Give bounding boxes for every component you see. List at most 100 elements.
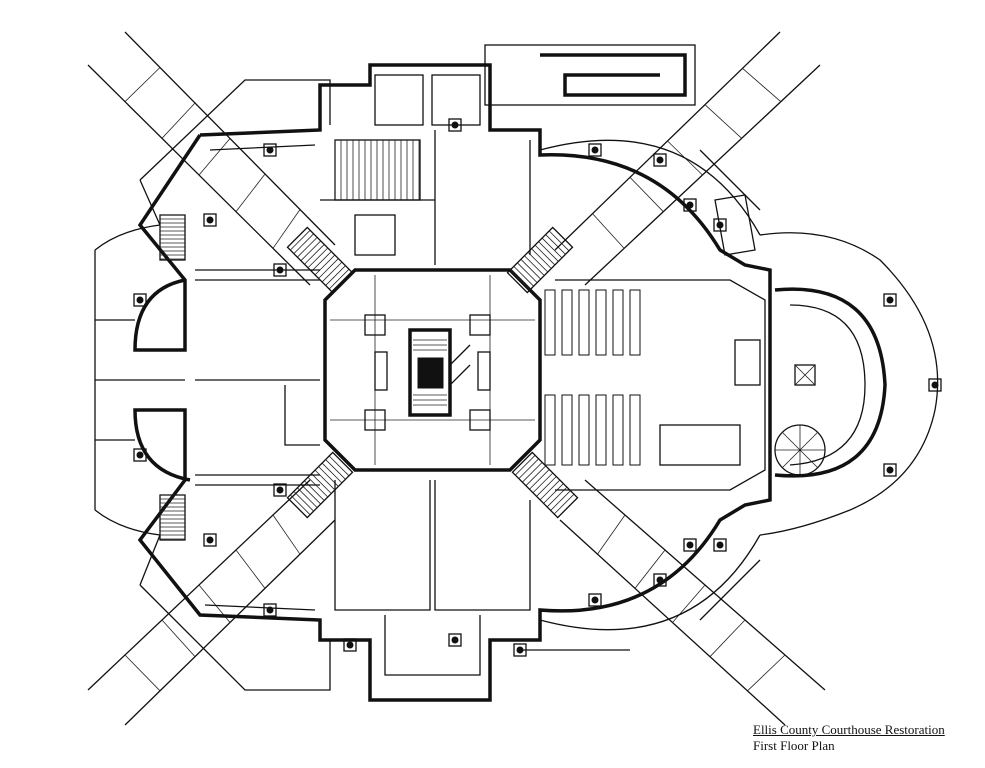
stair-treads xyxy=(160,140,420,540)
stair-tread xyxy=(325,265,346,286)
diagonal-stair xyxy=(506,226,574,294)
column-base xyxy=(683,198,697,212)
stair-tread xyxy=(307,247,329,269)
courtroom-pew xyxy=(612,289,624,356)
stair-outline xyxy=(511,451,579,519)
courtroom-pew xyxy=(561,289,573,356)
column xyxy=(346,641,354,649)
stair-tread xyxy=(311,473,332,494)
column xyxy=(136,451,144,459)
columns xyxy=(133,118,942,657)
column xyxy=(266,146,274,154)
column-base xyxy=(513,643,527,657)
column xyxy=(206,536,214,544)
column xyxy=(276,266,284,274)
column xyxy=(716,541,724,549)
column-base xyxy=(653,153,667,167)
column-base xyxy=(713,538,727,552)
stair-tread xyxy=(534,244,556,266)
courtroom-pew xyxy=(544,289,556,356)
column-base xyxy=(133,293,147,307)
column-base xyxy=(133,448,147,462)
courtroom xyxy=(544,279,766,491)
stair-tread xyxy=(538,241,559,262)
courtroom-pew xyxy=(629,289,641,356)
stair-tread xyxy=(510,269,531,290)
stair-tread xyxy=(293,233,314,254)
column xyxy=(206,216,214,224)
stair-tread xyxy=(539,479,561,501)
paving-line xyxy=(235,549,266,589)
paving-line xyxy=(709,619,746,657)
column xyxy=(886,296,894,304)
column-base xyxy=(263,143,277,157)
stair-tread xyxy=(525,465,546,486)
stair-tread xyxy=(307,476,329,498)
column-base xyxy=(883,293,897,307)
paving-line xyxy=(235,173,266,212)
drawing-subtitle: First Floor Plan xyxy=(753,738,835,753)
column xyxy=(931,381,939,389)
courtroom-pew xyxy=(561,394,573,466)
paving-line xyxy=(161,619,196,657)
stair-tread xyxy=(515,455,536,476)
paving-line xyxy=(124,654,161,692)
column-base xyxy=(588,143,602,157)
column-base xyxy=(203,533,217,547)
east-apse xyxy=(774,287,887,478)
stair-towers xyxy=(159,139,756,541)
column xyxy=(686,201,694,209)
diagonal-stair xyxy=(286,226,354,294)
column xyxy=(716,221,724,229)
stair-tread xyxy=(550,490,571,511)
stair-tread xyxy=(304,244,325,265)
paving-line xyxy=(161,102,196,139)
column-base xyxy=(588,593,602,607)
stair-tread xyxy=(328,455,350,477)
stair-tread xyxy=(325,459,346,480)
stair-tread xyxy=(300,484,321,505)
courtroom-pew xyxy=(595,289,607,356)
stair-tread xyxy=(518,458,539,479)
stair-tread xyxy=(297,487,318,508)
column-base xyxy=(713,218,727,232)
stair-tread xyxy=(314,254,336,276)
central-hall xyxy=(323,268,542,472)
column-base xyxy=(263,603,277,617)
column xyxy=(136,296,144,304)
courtroom-pew xyxy=(578,394,590,466)
stair-tread xyxy=(318,258,339,279)
paving-line xyxy=(634,549,666,589)
stair-tread xyxy=(553,493,575,515)
stair-tread xyxy=(293,491,314,512)
column-base xyxy=(683,538,697,552)
stair-tread xyxy=(522,462,543,483)
stair-tread xyxy=(520,259,541,280)
column-base xyxy=(928,378,942,392)
paving-line xyxy=(198,138,231,176)
courtroom-pew xyxy=(629,394,641,466)
paving-line xyxy=(747,654,786,692)
column-base xyxy=(883,463,897,477)
stair-tread xyxy=(541,237,563,259)
column xyxy=(686,541,694,549)
stair-tread xyxy=(304,480,325,501)
stair-tread xyxy=(290,494,311,515)
stair-outline xyxy=(506,226,574,294)
paving-line xyxy=(124,67,161,102)
title-block: Ellis County Courthouse Restoration Firs… xyxy=(753,722,945,754)
stair-outline xyxy=(286,226,354,294)
column xyxy=(591,596,599,604)
diagonal-stairs xyxy=(286,226,579,519)
column xyxy=(886,466,894,474)
stair-tread xyxy=(311,251,332,272)
courtroom-pew xyxy=(544,394,556,466)
stair-tread xyxy=(527,251,549,273)
paving-line xyxy=(672,584,706,623)
paving-line xyxy=(592,213,625,249)
stair-tread xyxy=(290,230,311,251)
column xyxy=(656,156,664,164)
stair-tread xyxy=(321,261,343,283)
courtroom-pew xyxy=(612,394,624,466)
